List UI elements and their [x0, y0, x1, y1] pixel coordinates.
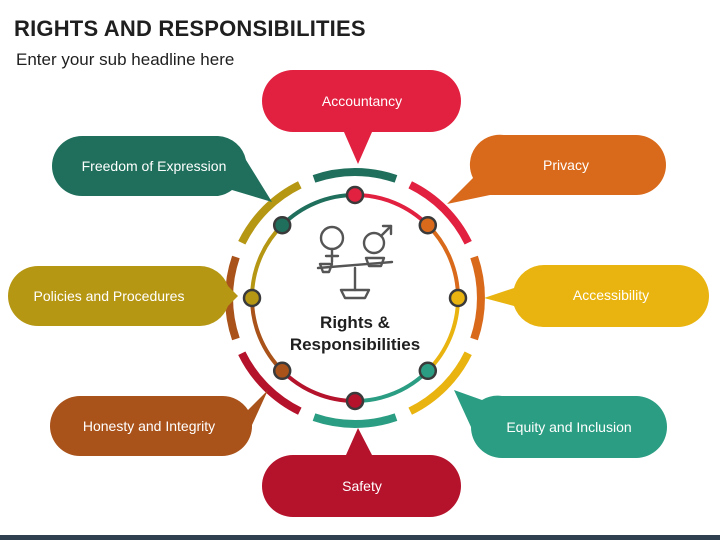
bubble-safety-label: Safety [342, 478, 382, 494]
page-subtitle: Enter your sub headline here [16, 50, 235, 69]
bubble-privacy-shape [447, 134, 666, 204]
bubble-freedom-shape [52, 136, 272, 202]
bubble-safety: Safety [262, 428, 461, 517]
inner-arc-privacy [426, 223, 460, 299]
inner-arc-honesty [250, 297, 284, 373]
inner-arc-accessibility [426, 297, 460, 373]
bubble-equity: Equity and Inclusion [454, 390, 667, 458]
node-accountancy [345, 185, 365, 205]
bubble-accountancy-shape [262, 70, 461, 164]
ring-nodes [242, 185, 468, 411]
bubble-policies-label: Policies and Procedures [34, 288, 185, 304]
outer-arc-freedom [312, 168, 398, 183]
bubble-safety-shape [262, 428, 461, 517]
inner-arc-accountancy [354, 193, 430, 227]
gender-balance-scale-icon [316, 224, 394, 300]
bubble-honesty-shape [50, 390, 268, 456]
node-freedom [272, 215, 292, 235]
bubble-policies: Policies and Procedures [8, 266, 238, 326]
bubble-privacy: Privacy [447, 134, 666, 204]
outer-arc-equity [312, 413, 398, 428]
inner-arc-safety [280, 369, 356, 403]
node-accessibility [448, 288, 468, 308]
bubble-freedom: Freedom of Expression [52, 136, 272, 202]
center-label-line1: Rights & [320, 313, 390, 332]
bubble-accountancy-label: Accountancy [322, 93, 402, 109]
bubble-honesty: Honesty and Integrity [50, 390, 268, 456]
bubble-equity-label: Equity and Inclusion [506, 419, 631, 435]
inner-arc-freedom [280, 193, 356, 227]
node-honesty [272, 361, 292, 381]
bubble-equity-shape [454, 390, 667, 458]
bottom-bar [0, 535, 720, 540]
node-privacy [418, 215, 438, 235]
center-label-line2: Responsibilities [290, 335, 420, 354]
bubble-accessibility: Accessibility [484, 264, 709, 328]
outer-arc-policies [238, 181, 302, 245]
bubble-accessibility-shape [484, 264, 709, 328]
node-policies [242, 288, 262, 308]
node-safety [345, 391, 365, 411]
bubble-accountancy: Accountancy [262, 70, 461, 164]
outer-arc-privacy [470, 255, 485, 341]
outer-arc-safety [238, 351, 302, 415]
bubble-policies-shape [8, 266, 238, 326]
bubble-privacy-label: Privacy [543, 157, 589, 173]
outer-arc-accountancy [408, 181, 472, 245]
inner-arc-equity [354, 369, 430, 403]
inner-arc-policies [250, 223, 284, 299]
outer-arc-accessibility [408, 351, 472, 415]
page-title: RIGHTS AND RESPONSIBILITIES [14, 16, 366, 41]
node-equity [418, 361, 438, 381]
bubble-honesty-label: Honesty and Integrity [83, 418, 215, 434]
bubble-accessibility-label: Accessibility [573, 287, 649, 303]
bubble-freedom-label: Freedom of Expression [82, 158, 227, 174]
